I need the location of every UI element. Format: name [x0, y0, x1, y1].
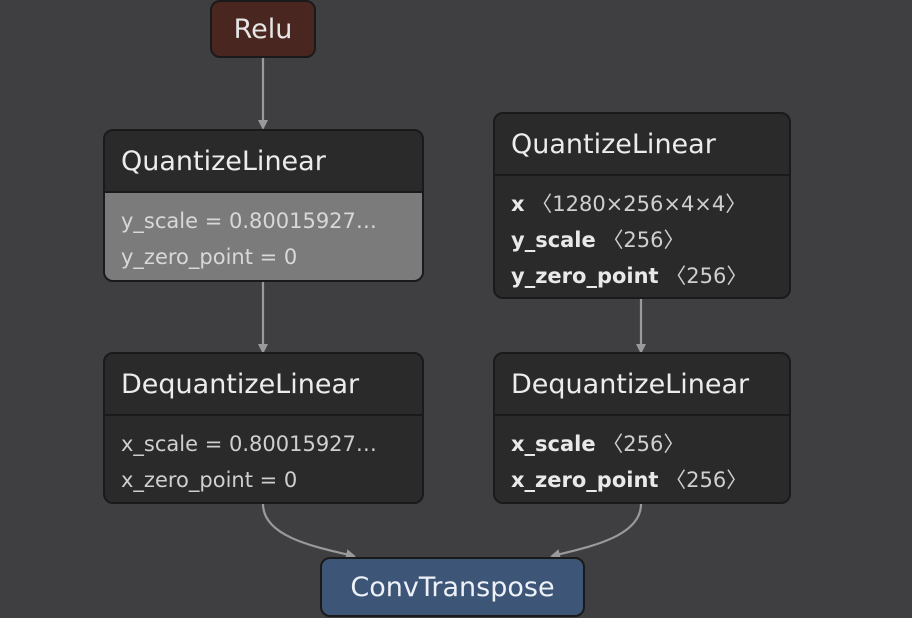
edge-dequantize-right-to-conv	[550, 503, 643, 559]
input-x: x 〈1280×256×4×4〉	[511, 192, 747, 216]
node-title: DequantizeLinear	[121, 368, 360, 400]
node-inputs: x_scale 〈256〉 x_zero_point 〈256〉	[495, 414, 789, 498]
attribute-y-scale: y_scale = 0.80015927…	[121, 209, 377, 233]
dequantize-linear-node-left[interactable]: DequantizeLinear x_scale = 0.80015927… x…	[103, 352, 424, 504]
node-title: QuantizeLinear	[511, 128, 716, 160]
attribute-x-scale: x_scale = 0.80015927…	[121, 432, 377, 456]
conv-transpose-label: ConvTranspose	[350, 571, 555, 603]
node-inputs: x 〈1280×256×4×4〉 y_scale 〈256〉 y_zero_po…	[495, 174, 789, 294]
input-x-zero-point: x_zero_point 〈256〉	[511, 468, 748, 492]
relu-node[interactable]: Relu	[210, 0, 316, 58]
node-title: DequantizeLinear	[511, 368, 750, 400]
attribute-y-zero-point: y_zero_point = 0	[121, 245, 298, 269]
input-y-scale: y_scale 〈256〉	[511, 228, 685, 252]
node-attributes: x_scale = 0.80015927… x_zero_point = 0	[105, 414, 422, 498]
input-x-scale: x_scale 〈256〉	[511, 432, 685, 456]
edge-dequantize-left-to-conv	[261, 503, 356, 560]
node-title: QuantizeLinear	[121, 145, 326, 177]
quantize-linear-node-right[interactable]: QuantizeLinear x 〈1280×256×4×4〉 y_scale …	[493, 112, 791, 299]
relu-label: Relu	[233, 13, 293, 45]
conv-transpose-node[interactable]: ConvTranspose	[320, 557, 585, 617]
node-attributes: y_scale = 0.80015927… y_zero_point = 0	[105, 191, 422, 280]
quantize-linear-node-left[interactable]: QuantizeLinear y_scale = 0.80015927… y_z…	[103, 129, 424, 282]
attribute-x-zero-point: x_zero_point = 0	[121, 468, 298, 492]
dequantize-linear-node-right[interactable]: DequantizeLinear x_scale 〈256〉 x_zero_po…	[493, 352, 791, 504]
input-y-zero-point: y_zero_point 〈256〉	[511, 264, 748, 288]
